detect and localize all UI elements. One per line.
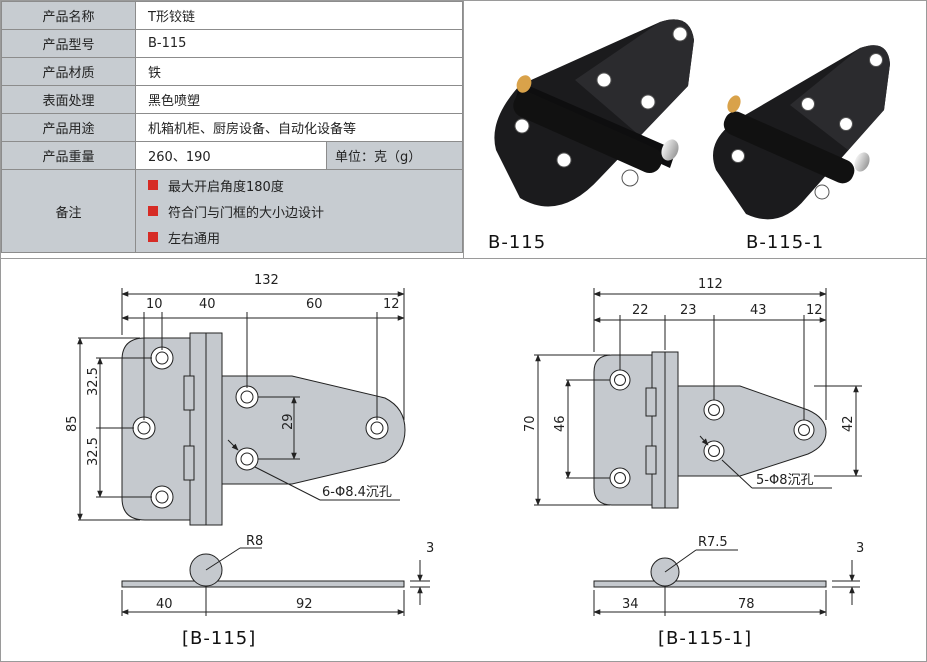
technical-drawing-b115 [77, 288, 430, 616]
dim-label: 78 [738, 597, 755, 612]
dim-label: 12 [383, 297, 400, 312]
hole-note: 6-Φ8.4沉孔 [322, 485, 392, 500]
dim-label: 40 [156, 597, 173, 612]
bullet-square-icon [148, 232, 158, 242]
note-text: 符合门与门框的大小边设计 [168, 205, 325, 221]
dim-label: 29 [281, 413, 296, 430]
thickness-label: 3 [856, 541, 864, 556]
note-text: 左右通用 [168, 231, 221, 247]
dim-label: 22 [632, 303, 649, 318]
dim-label: 32.5 [86, 437, 101, 466]
list-item: 最大开启角度180度 [148, 172, 462, 198]
spec-row-usage: 产品用途 机箱机柜、厨房设备、自动化设备等 [1, 113, 463, 142]
dim-height: 70 [523, 415, 538, 432]
spec-value: 机箱机柜、厨房设备、自动化设备等 [135, 113, 463, 142]
bullet-square-icon [148, 206, 158, 216]
dim-label: 43 [750, 303, 767, 318]
hinge-photo-b115 [494, 19, 694, 207]
dim-label: 34 [622, 597, 639, 612]
dim-total-width: 132 [254, 273, 279, 288]
spec-label: 产品材质 [1, 57, 136, 86]
dim-height: 85 [65, 415, 80, 432]
note-text: 最大开启角度180度 [168, 179, 284, 195]
weight-unit: 单位：克（g） [326, 141, 463, 170]
drawing-caption: [B-115-1] [658, 628, 752, 649]
list-item: 符合门与门框的大小边设计 [148, 198, 462, 224]
spec-value: B-115 [135, 29, 463, 58]
drawing-caption: [B-115] [182, 628, 256, 649]
dim-label: 32.5 [86, 367, 101, 396]
radius-label: R8 [246, 534, 263, 549]
bullet-square-icon [148, 180, 158, 190]
section-divider-vertical [463, 0, 464, 258]
dim-label: 46 [553, 415, 568, 432]
dim-total-width: 112 [698, 277, 723, 292]
drawing-b115-1-dimensions: 112 22 23 43 12 70 46 42 5-Φ8沉孔 R7.5 3 3… [523, 277, 864, 649]
notes-list: 最大开启角度180度 符合门与门框的大小边设计 左右通用 [148, 172, 462, 250]
spec-row-material: 产品材质 铁 [1, 57, 463, 86]
spec-value: T形铰链 [135, 1, 463, 30]
dim-label: 60 [306, 297, 323, 312]
spec-row-model: 产品型号 B-115 [1, 29, 463, 58]
dim-label: 42 [841, 415, 856, 432]
hole-note: 5-Φ8沉孔 [756, 473, 813, 488]
dim-label: 23 [680, 303, 697, 318]
photo-label-left: B-115 [488, 232, 546, 253]
dim-label: 40 [199, 297, 216, 312]
thickness-label: 3 [426, 541, 434, 556]
dim-label: 92 [296, 597, 313, 612]
photo-label-right: B-115-1 [746, 232, 824, 253]
spec-label: 备注 [1, 169, 136, 253]
spec-value: 铁 [135, 57, 463, 86]
spec-value: 260、190 [135, 141, 327, 170]
dim-label: 12 [806, 303, 823, 318]
section-divider [0, 258, 927, 259]
spec-table: 产品名称 T形铰链 产品型号 B-115 产品材质 铁 表面处理 黑色喷塑 产品… [1, 1, 463, 253]
spec-row-notes: 备注 最大开启角度180度 符合门与门框的大小边设计 左右通用 [1, 169, 463, 253]
list-item: 左右通用 [148, 224, 462, 250]
spec-row-weight: 产品重量 260、190 单位：克（g） [1, 141, 463, 170]
drawing-b115-dimensions: 132 10 40 60 12 85 32.5 32.5 29 6-Φ8.4沉孔… [65, 273, 434, 649]
radius-label: R7.5 [698, 535, 728, 550]
hinge-photo-b115-1 [713, 45, 890, 220]
notes-cell: 最大开启角度180度 符合门与门框的大小边设计 左右通用 [135, 169, 463, 253]
dim-label: 10 [146, 297, 163, 312]
technical-drawing-b115-1 [534, 288, 862, 616]
spec-label: 表面处理 [1, 85, 136, 114]
